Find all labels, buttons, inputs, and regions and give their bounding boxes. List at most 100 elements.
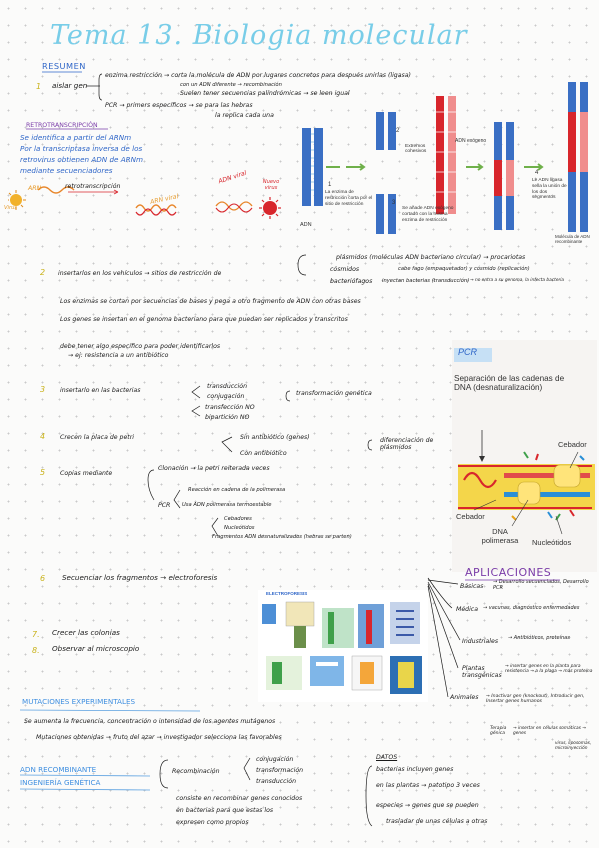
bacterio-note-2: → no entra a su genoma, la infecta bacte… — [470, 278, 565, 283]
step-text: insertarlo en las bacterias — [60, 387, 141, 394]
step-text: aislar gen — [52, 81, 88, 90]
replica-line: la replica cada una — [215, 112, 274, 119]
enzimas-line: Los enzimas se cortan por secuencias de … — [60, 298, 361, 305]
step-text: Crecer las colonias — [52, 628, 120, 637]
step-text: Secuenciar los fragmentos → electrofores… — [62, 573, 218, 582]
step-number: 2 — [40, 268, 46, 277]
sec-line: Suelen tener secuencias palíndrómicas → … — [180, 90, 350, 97]
diagram-step-3: 3 — [392, 200, 396, 206]
adn-line: con un ADN diferente → recombinación — [180, 82, 282, 88]
cosmidos-line: cósmidos — [330, 266, 360, 273]
step-number: 8. — [32, 646, 40, 655]
pcr-usa: Usa ADN polimerasa termoestable — [182, 502, 272, 508]
nuevo-virus-label: Nuevo virus — [262, 179, 280, 191]
bridge-item: transducción — [207, 383, 247, 390]
retro-heading: RETROTRANSCRIPCIÓN — [26, 122, 98, 129]
electroforesis-image — [258, 590, 428, 702]
plasmidos-line: plásmidos (moléculas ADN bacteriano circ… — [336, 254, 526, 261]
step-number: 1 — [36, 82, 42, 91]
virus-label: Virus — [4, 205, 18, 211]
recombinant-dna-diagram — [296, 82, 596, 250]
retro-text: retrovirus obtienen ADN de ARNm — [20, 155, 144, 164]
app-item: Animales — [450, 694, 479, 701]
step4-option: Con antibiótico — [240, 450, 287, 457]
app-item: Médica — [456, 606, 478, 613]
bridge-item: transfección NO — [205, 404, 255, 411]
adn-recomb-heading: ADN RECOMBINANTE — [20, 765, 97, 774]
adn-recomb-text: expresen como propios — [176, 819, 249, 826]
pcr-line: PCR → primers específicos → se para las … — [105, 102, 253, 109]
datos-line: bacterias incluyen genes — [376, 766, 454, 773]
retro-text: mediante secuenciadores — [20, 166, 113, 175]
step-text: Crecen la placa de petri — [60, 434, 134, 441]
recomb-label: Molécula de ADN recombinante — [555, 234, 590, 244]
pcr-nucleotidos: Nucleótidos — [532, 538, 572, 547]
step-number: 3 — [40, 385, 46, 394]
electroforesis-title: ELECTROFORESIS — [266, 591, 308, 596]
cosmidos-note: cabe fago (empaquetador) y cósmido (repl… — [398, 266, 530, 272]
adn-recomb-text: consiste en recombinar genes conocidos — [176, 795, 303, 802]
adn-exogeno-label: ADN exógeno — [455, 138, 487, 144]
bridge-item: conjugación — [207, 393, 245, 400]
datos-line: en las plantas → patotipo 3 veces — [376, 782, 480, 789]
virus-icon — [8, 190, 26, 210]
step-number: 6 — [40, 574, 46, 583]
retro-illustration — [8, 178, 290, 223]
retro-arrow-label: retrotranscripción — [65, 183, 121, 190]
terapia-virus: virus, liposomas, microinyección — [555, 741, 592, 751]
exogeno-text: Se añade ADN exógeno cortado con la mism… — [402, 206, 454, 223]
ligasa-text: Le ADN ligasa sella la unión de los dos … — [532, 178, 567, 201]
page-title: Tema 13. Biologia molecular — [50, 20, 468, 51]
pcr-dna-polimerasa: DNA polimerasa — [481, 527, 519, 545]
enzima-line: enzima restricción → corta la molécula d… — [105, 72, 411, 79]
mutaciones-line: Mutaciones obtenidas → fruto del azar → … — [36, 734, 282, 741]
app-note: → insertar genes en la planta para resis… — [505, 664, 593, 675]
retro-text: Se identifica a partir del ARNm — [20, 133, 132, 142]
extremos-label: Extremos cohesivos — [405, 144, 427, 154]
step-number: 4 — [40, 432, 46, 441]
new-virus-icon — [259, 197, 281, 219]
arn-label: ARN — [28, 185, 42, 192]
bacterio-note: inyectan bacterias (transducción) — [382, 278, 470, 284]
retro-text: Por la transcriptasa inversa de los — [20, 144, 143, 153]
aplicaciones-heading: APLICACIONES — [465, 566, 552, 579]
enzima-text: La enzima de restricción corta por el si… — [325, 190, 373, 207]
step-text: Copias mediante — [60, 470, 113, 477]
adn-label: ADN — [300, 222, 312, 228]
app-note: → Antibióticos, proteínas — [508, 635, 570, 641]
adn-recomb-text: en bacterias para que estas los — [176, 807, 274, 814]
bacterio-line: bacteriófagos — [330, 278, 373, 285]
pcr-component: Nucleótidos — [224, 525, 255, 531]
pcr-component: Cebadores — [224, 516, 252, 522]
clonacion-line: Clonación → la petri reiterada veces — [158, 465, 270, 472]
datos-heading: DATOS — [376, 754, 398, 761]
step-text: Observar al microscopio — [52, 644, 140, 653]
ingenieria-heading: INGENIERÍA GENÉTICA — [20, 778, 101, 787]
bridge-item: bipartición NO — [205, 414, 250, 421]
pcr-component: Fragmentos ADN desnaturalizados (hebras … — [212, 534, 352, 540]
step4-result: diferenciación de plásmidos — [380, 437, 434, 452]
diagram-step-2: 2 — [396, 128, 400, 134]
diagram-step-4: 4 — [535, 170, 539, 176]
marcador-line: debe tener algo específico para poder id… — [60, 343, 221, 350]
datos-line: especies → genes que se pueden — [376, 802, 479, 809]
pcr-title: PCR — [458, 347, 478, 357]
diagram-step-1: 1 — [328, 182, 332, 188]
app-note: → Inactivar gen (knockout), Introducir g… — [486, 694, 585, 705]
recomb-type: transformación — [256, 767, 304, 774]
terapia-label: Terapia génica — [490, 726, 507, 737]
app-note: → Desarrollo secuenciados, Desarrollo PC… — [493, 579, 589, 591]
pcr-reaction: Reacción en cadena de la polimerasa — [188, 487, 286, 493]
pcr-diagram — [452, 340, 597, 572]
step-number: 5 — [40, 468, 46, 477]
app-item: Plantas transgénicas — [462, 665, 502, 680]
pcr-cebador-top: Cebador — [558, 440, 587, 449]
pcr-cebador-bottom: Cebador — [456, 512, 485, 521]
app-note: → vacunas, diagnóstico enfermedades — [483, 605, 580, 611]
step4-option: Sin antibiótico (genes) — [240, 434, 310, 441]
pcr-separation-label: Separación de las cadenas de DNA (desnat… — [454, 374, 565, 393]
terapia-note: → insertar en células somáticas → genes — [513, 726, 586, 736]
marcador-line-2: → ej: resistencia a un antibiótico — [68, 352, 169, 359]
mutaciones-line: Se aumenta la frecuencia, concentración … — [24, 718, 276, 725]
